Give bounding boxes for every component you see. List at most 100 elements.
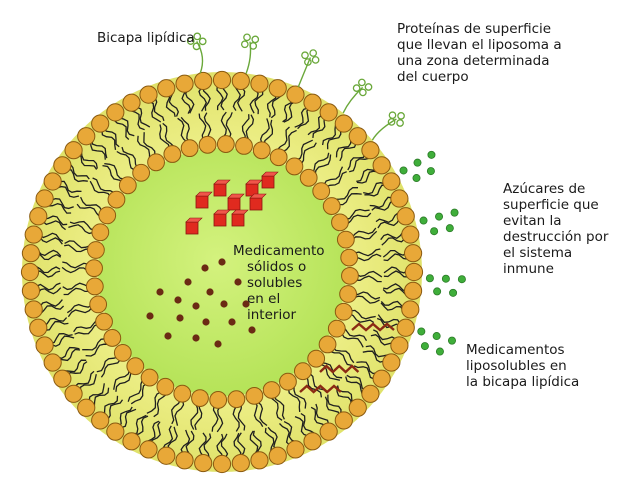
label-line: Azúcares de — [503, 181, 608, 197]
protein-loop — [200, 38, 206, 44]
label-line: sólidos o — [233, 259, 325, 275]
lipid-head — [213, 455, 230, 472]
label-line: del cuerpo — [397, 69, 562, 85]
protein-loop — [360, 89, 366, 95]
sugar-bead — [446, 225, 453, 232]
sugar-bead — [449, 289, 456, 296]
lipid-head — [141, 369, 158, 386]
lipid-head — [92, 412, 109, 429]
lipid-head — [127, 358, 144, 375]
lipid-head — [88, 242, 105, 259]
sugar-bead — [414, 159, 421, 166]
lipid-head — [404, 245, 421, 262]
lipid-head — [232, 454, 249, 471]
label-line: el sistema — [503, 245, 608, 261]
lipid-head — [236, 138, 253, 155]
sugar-bead — [418, 328, 425, 335]
soluble-drug-particle — [201, 264, 208, 271]
lipid-head — [263, 382, 280, 399]
lipid-head — [335, 115, 352, 132]
lipid-head — [36, 337, 53, 354]
lipid-head — [148, 154, 165, 171]
lipid-head — [373, 157, 390, 174]
lipid-head — [402, 301, 419, 318]
label-line: evitan la — [503, 213, 608, 229]
label-line: solubles — [233, 275, 325, 291]
lipid-head — [195, 454, 212, 471]
label-surface-proteins: Proteínas de superficie que llevan el li… — [397, 21, 562, 85]
solid-drug-cube — [232, 214, 244, 226]
soluble-drug-particle — [156, 288, 163, 295]
lipid-head — [25, 226, 42, 243]
protein-loop — [302, 52, 308, 58]
sugar-bead — [434, 288, 441, 295]
lipid-head — [119, 177, 136, 194]
protein-loop — [194, 33, 200, 39]
lipid-head — [287, 441, 304, 458]
label-bilayer-drugs: Medicamentos liposolubles en la bicapa l… — [466, 342, 579, 390]
lipid-head — [280, 373, 297, 390]
lipid-head — [287, 86, 304, 103]
lipid-head — [228, 391, 245, 408]
lipid-head — [270, 149, 287, 166]
lipid-head — [349, 128, 366, 145]
lipid-head — [217, 136, 234, 153]
lipid-head — [123, 94, 140, 111]
lipid-head — [300, 169, 317, 186]
lipid-head — [140, 441, 157, 458]
lipid-head — [269, 447, 286, 464]
soluble-drug-particle — [214, 340, 221, 347]
label-line: interior — [233, 307, 325, 323]
lipid-head — [90, 296, 107, 313]
sugar-bead — [442, 275, 449, 282]
solid-drug-cube — [214, 214, 226, 226]
label-surface-sugars: Azúcares de superficie que evitan la des… — [503, 181, 608, 277]
lipid-head — [294, 363, 311, 380]
soluble-drug-particle — [220, 300, 227, 307]
lipid-head — [107, 104, 124, 121]
lipid-head — [332, 214, 349, 231]
soluble-drug-particle — [202, 318, 209, 325]
lipid-head — [405, 263, 422, 280]
protein-loop — [242, 41, 248, 47]
lipid-head — [304, 94, 321, 111]
soluble-drug-particle — [176, 314, 183, 321]
lipid-head — [107, 423, 124, 440]
lipid-head — [308, 350, 325, 367]
solid-drug-cube — [250, 198, 262, 210]
lipid-head — [86, 278, 103, 295]
lipid-head — [123, 433, 140, 450]
lipid-head — [176, 75, 193, 92]
lipid-head — [157, 378, 174, 395]
label-line: Bicapa lipídica — [97, 30, 195, 46]
lipid-head — [181, 140, 198, 157]
sugar-bead — [413, 174, 420, 181]
lipid-head — [22, 282, 39, 299]
lipid-head — [30, 319, 47, 336]
lipid-head — [391, 337, 408, 354]
solid-drug-cube — [186, 222, 198, 234]
lipid-head — [383, 173, 400, 190]
sugar-bead — [435, 213, 442, 220]
lipid-head — [44, 354, 61, 371]
lipid-head — [36, 190, 53, 207]
lipid-head — [362, 385, 379, 402]
lipid-head — [30, 208, 47, 225]
sugar-bead — [427, 167, 434, 174]
lipid-head — [25, 301, 42, 318]
protein-loop — [365, 84, 371, 90]
lipid-head — [335, 303, 352, 320]
lipid-head — [319, 336, 336, 353]
protein-loop — [310, 50, 316, 56]
lipid-head — [397, 319, 414, 336]
lipid-head — [54, 370, 71, 387]
protein-loop — [252, 36, 258, 42]
protein-loop — [398, 113, 404, 119]
lipid-head — [341, 249, 358, 266]
sugar-bead — [426, 275, 433, 282]
sugar-bead — [436, 348, 443, 355]
label-lipid-bilayer: Bicapa lipídica — [97, 30, 195, 46]
solid-drug-cube — [262, 176, 274, 188]
sugar-bead — [448, 337, 455, 344]
lipid-head — [340, 286, 357, 303]
